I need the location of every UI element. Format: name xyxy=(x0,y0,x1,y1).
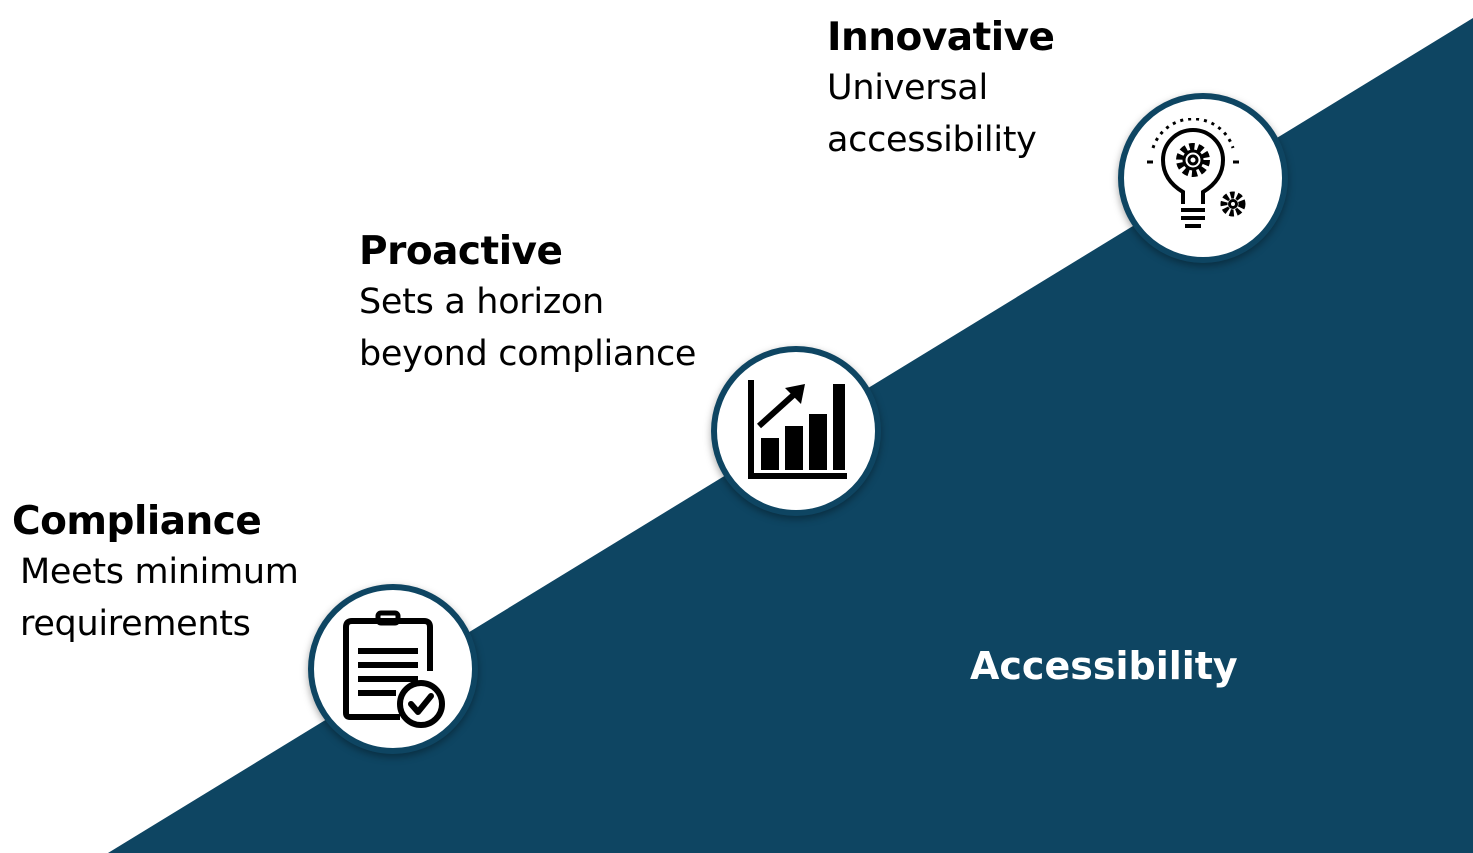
stage-description-line: Sets a horizon xyxy=(359,282,604,322)
stage-proactive: Proactive Sets a horizon beyond complian… xyxy=(359,228,696,380)
stage-title: Proactive xyxy=(359,229,563,274)
stage-compliance: Compliance Meets minimum requirements xyxy=(12,498,299,650)
clipboard-check-icon xyxy=(343,610,445,728)
compliance-icon-circle xyxy=(308,584,478,754)
stage-description-line: beyond compliance xyxy=(359,334,697,374)
stage-title: Innovative xyxy=(827,15,1055,60)
axis-label: Accessibility xyxy=(970,644,1238,688)
stage-title: Compliance xyxy=(12,499,262,544)
stage-description-line: requirements xyxy=(20,604,251,644)
stage-description-line: Universal xyxy=(827,68,988,108)
stage-description-line: Meets minimum xyxy=(20,552,299,592)
growth-chart-icon xyxy=(748,380,847,479)
proactive-icon-circle xyxy=(711,346,881,516)
stage-innovative: Innovative Universal accessibility xyxy=(827,14,1055,166)
stage-description-line: accessibility xyxy=(827,120,1037,160)
innovative-icon-circle xyxy=(1118,93,1288,263)
lightbulb-gears-icon xyxy=(1147,118,1246,228)
